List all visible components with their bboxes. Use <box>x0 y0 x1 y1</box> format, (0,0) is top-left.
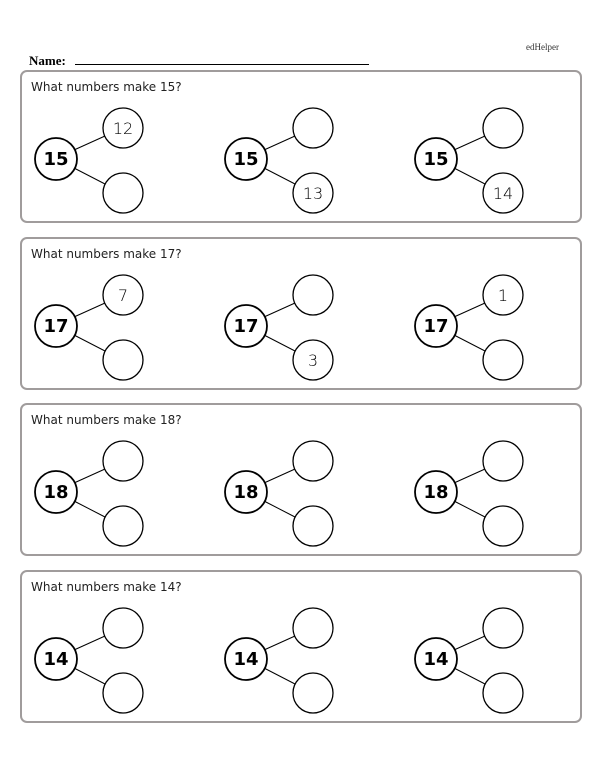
total-number: 17 <box>423 316 448 337</box>
problem-panel: What numbers make 14? 14 14 14 <box>20 570 582 723</box>
bond-line <box>73 667 106 685</box>
whole-circle: 15 <box>34 137 78 181</box>
bond-line <box>73 135 106 151</box>
bond-line <box>73 468 106 484</box>
total-number: 18 <box>233 482 258 503</box>
name-label: Name: <box>29 53 66 68</box>
part-circle-top[interactable] <box>292 274 334 316</box>
question-text: What numbers make 17? <box>31 247 182 261</box>
part-circle-bottom[interactable] <box>292 505 334 547</box>
total-number: 15 <box>423 149 448 170</box>
part-number: 13 <box>303 184 323 203</box>
whole-circle: 14 <box>414 637 458 681</box>
bond-line <box>453 334 486 352</box>
number-bonds: 17 7 17 3 17 1 <box>34 274 524 381</box>
whole-circle: 15 <box>414 137 458 181</box>
bond-line <box>263 635 296 651</box>
number-bonds: 15 12 15 13 15 14 <box>34 107 524 214</box>
question-text: What numbers make 15? <box>31 80 182 94</box>
total-number: 14 <box>43 649 68 670</box>
part-circle-top[interactable]: 7 <box>102 274 144 316</box>
total-number: 14 <box>233 649 258 670</box>
whole-circle: 17 <box>34 304 78 348</box>
bond-line <box>73 500 106 518</box>
part-circle-bottom[interactable]: 14 <box>482 172 524 214</box>
bond-line <box>453 667 486 685</box>
part-circle-top[interactable] <box>292 107 334 149</box>
name-field[interactable] <box>75 64 369 65</box>
bond-line <box>263 334 296 352</box>
part-circle-bottom[interactable] <box>292 672 334 714</box>
whole-circle: 18 <box>224 470 268 514</box>
problem-panel: What numbers make 18? 18 18 18 <box>20 403 582 556</box>
number-bonds: 14 14 14 <box>34 607 524 714</box>
bond-line <box>453 635 486 651</box>
part-circle-bottom[interactable] <box>102 172 144 214</box>
number-bonds: 18 18 18 <box>34 440 524 547</box>
part-number: 7 <box>118 286 128 305</box>
part-number: 3 <box>308 351 318 370</box>
part-circle-top[interactable] <box>482 107 524 149</box>
part-circle-top[interactable] <box>292 440 334 482</box>
part-circle-top[interactable] <box>102 440 144 482</box>
part-circle-bottom[interactable] <box>482 339 524 381</box>
whole-circle: 17 <box>224 304 268 348</box>
part-circle-bottom[interactable] <box>482 505 524 547</box>
part-circle-bottom[interactable] <box>102 672 144 714</box>
part-number: 14 <box>493 184 513 203</box>
total-number: 17 <box>233 316 258 337</box>
whole-circle: 14 <box>34 637 78 681</box>
total-number: 18 <box>423 482 448 503</box>
bond-line <box>263 667 296 685</box>
part-circle-top[interactable]: 1 <box>482 274 524 316</box>
bond-line <box>73 334 106 352</box>
part-circle-bottom[interactable] <box>102 339 144 381</box>
bond-line <box>453 500 486 518</box>
total-number: 14 <box>423 649 448 670</box>
total-number: 15 <box>43 149 68 170</box>
problem-panel: What numbers make 15? 15 12 15 13 15 14 <box>20 70 582 223</box>
part-circle-top[interactable] <box>102 607 144 649</box>
problem-panel: What numbers make 17? 17 7 17 3 17 1 <box>20 237 582 390</box>
part-number: 1 <box>498 286 508 305</box>
total-number: 15 <box>233 149 258 170</box>
bond-line <box>453 302 486 318</box>
question-text: What numbers make 18? <box>31 413 182 427</box>
bond-line <box>263 302 296 318</box>
bond-line <box>73 302 106 318</box>
part-circle-bottom[interactable]: 3 <box>292 339 334 381</box>
whole-circle: 18 <box>34 470 78 514</box>
bond-line <box>263 500 296 518</box>
bond-line <box>73 167 106 185</box>
whole-circle: 15 <box>224 137 268 181</box>
whole-circle: 17 <box>414 304 458 348</box>
total-number: 17 <box>43 316 68 337</box>
part-circle-top[interactable] <box>292 607 334 649</box>
bond-line <box>263 167 296 185</box>
whole-circle: 14 <box>224 637 268 681</box>
part-number: 12 <box>113 119 133 138</box>
bond-line <box>453 468 486 484</box>
part-circle-bottom[interactable]: 13 <box>292 172 334 214</box>
question-text: What numbers make 14? <box>31 580 182 594</box>
whole-circle: 18 <box>414 470 458 514</box>
brand-label: edHelper <box>526 42 559 52</box>
part-circle-top[interactable] <box>482 440 524 482</box>
bond-line <box>263 468 296 484</box>
part-circle-bottom[interactable] <box>482 672 524 714</box>
bond-line <box>453 167 486 185</box>
total-number: 18 <box>43 482 68 503</box>
part-circle-top[interactable] <box>482 607 524 649</box>
bond-line <box>453 135 486 151</box>
bond-line <box>263 135 296 151</box>
part-circle-top[interactable]: 12 <box>102 107 144 149</box>
part-circle-bottom[interactable] <box>102 505 144 547</box>
bond-line <box>73 635 106 651</box>
